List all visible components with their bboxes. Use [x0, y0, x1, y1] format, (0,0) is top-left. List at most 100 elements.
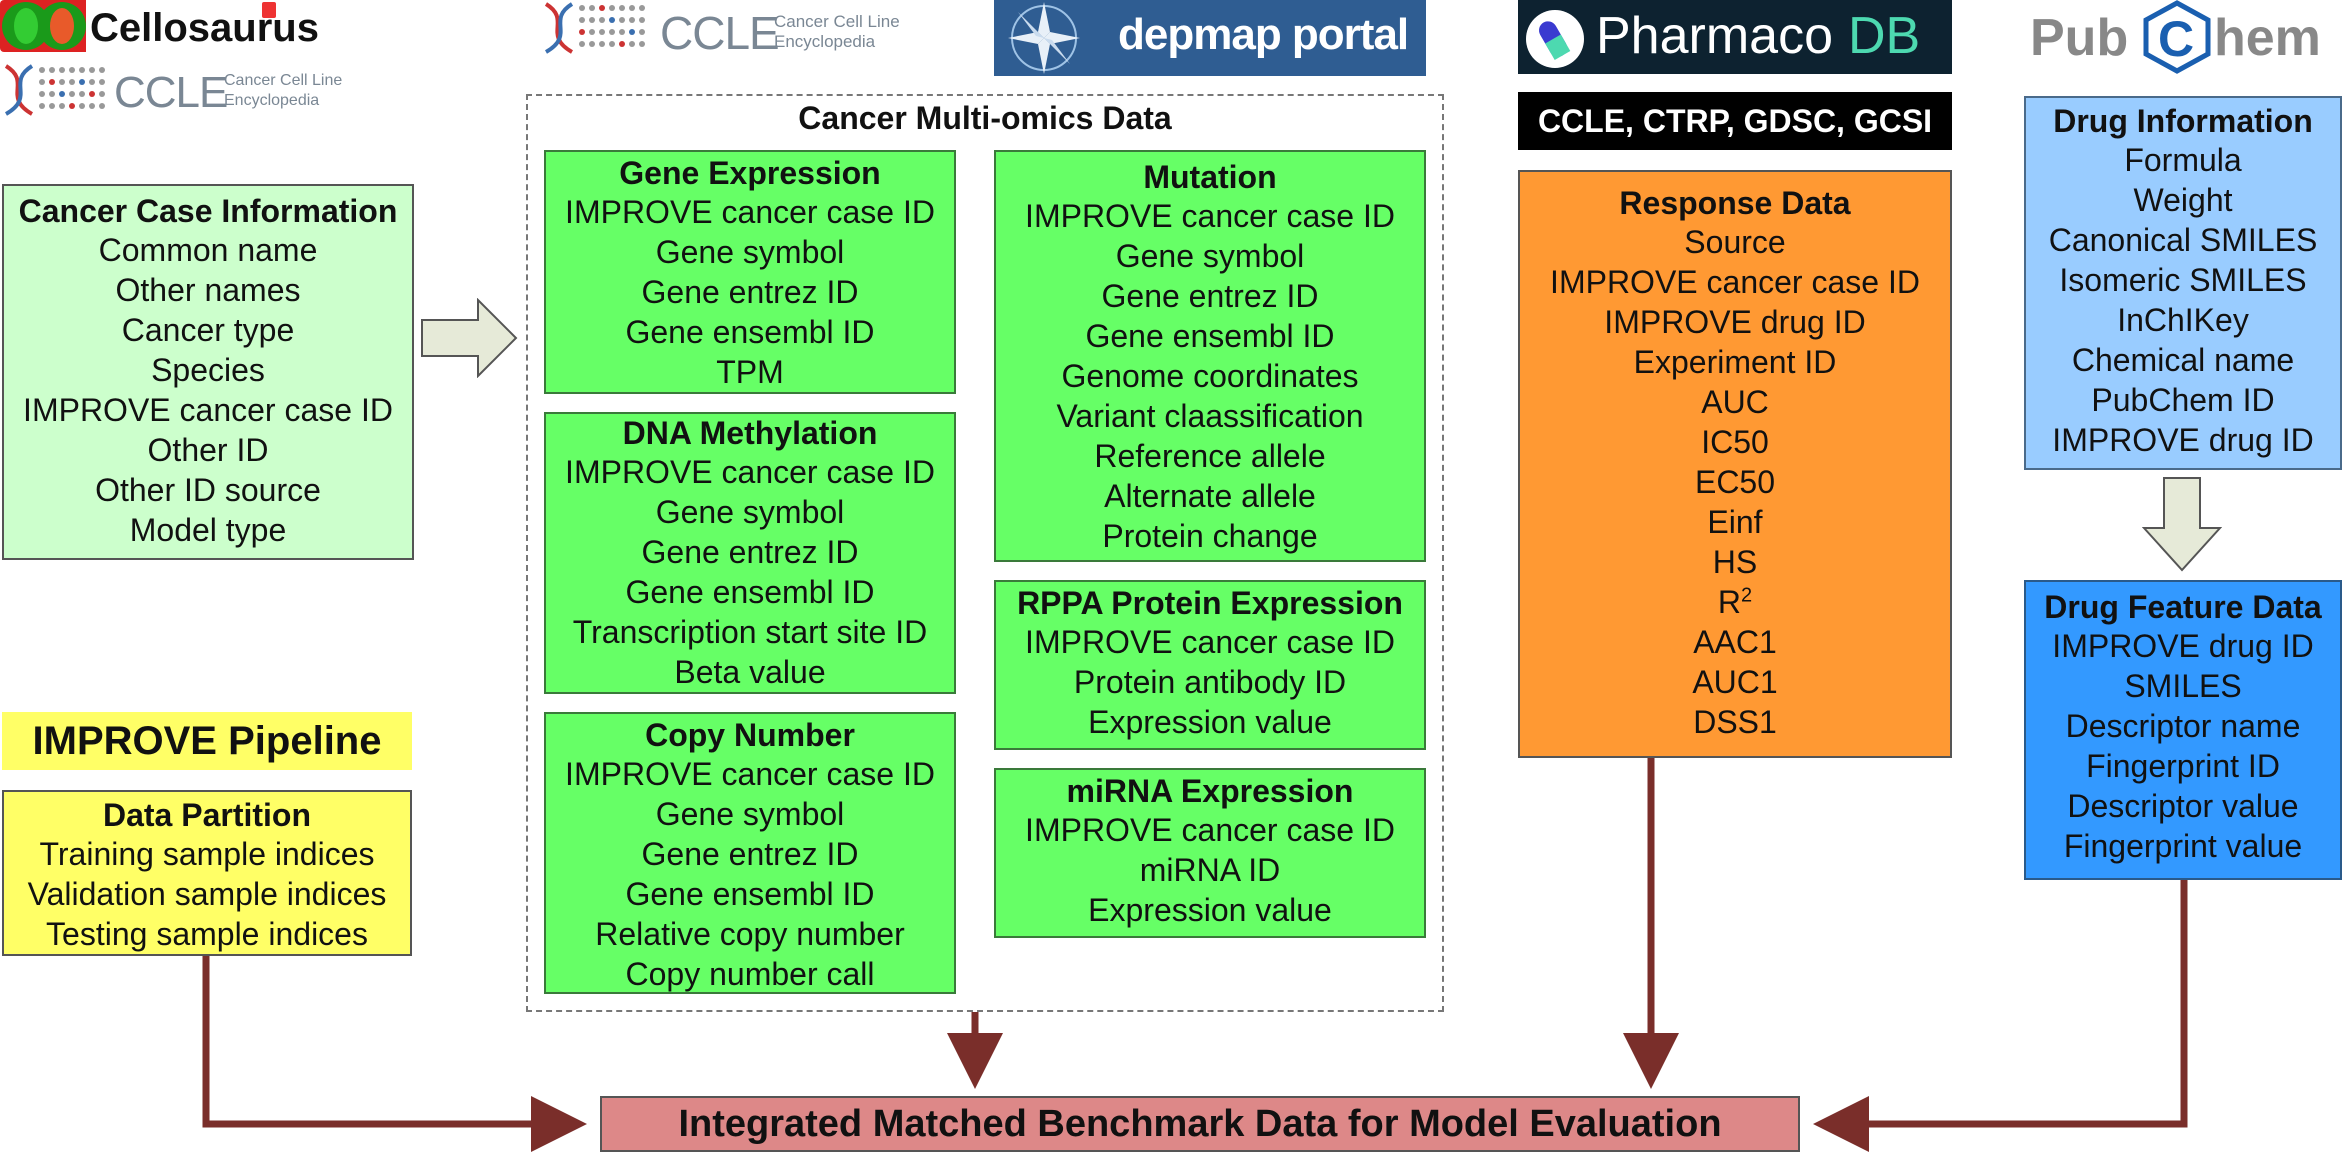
depmap-wordmark: depmap portal	[1118, 10, 1409, 59]
pharmacodb-wordmark-a: Pharmaco	[1596, 7, 1833, 65]
pubchem-logo: Pub C hem	[2030, 0, 2344, 74]
list-item: Testing sample indices	[46, 916, 368, 952]
rppa-title: RPPA Protein Expression	[1017, 585, 1403, 621]
cellosaurus-wordmark: Cellosaurus	[90, 6, 319, 50]
block-arrow-down-icon	[2142, 477, 2222, 572]
pubchem-wordmark-a: Pub	[2030, 9, 2129, 67]
list-item-r-squared: R2	[1520, 582, 1950, 622]
dna-methylation-title: DNA Methylation	[622, 415, 878, 451]
list-item: Expression value	[1088, 704, 1332, 740]
copy-number-title: Copy Number	[645, 717, 855, 753]
pill-icon	[1526, 10, 1584, 68]
list-item: IMPROVE cancer case ID	[565, 756, 935, 792]
mirna-title: miRNA Expression	[1066, 773, 1354, 809]
cancer-case-information-box: Cancer Case Information Common name Othe…	[2, 184, 414, 560]
list-item: IMPROVE cancer case ID	[23, 392, 393, 428]
list-item: IMPROVE drug ID	[2052, 628, 2314, 664]
list-item: Other names	[115, 272, 301, 308]
r-squared-superscript: 2	[1740, 584, 1753, 607]
list-item: Protein antibody ID	[1073, 664, 1347, 700]
list-item: Gene symbol	[655, 494, 845, 530]
list-item: AAC1	[1693, 624, 1777, 660]
list-item: Reference allele	[1094, 438, 1326, 474]
list-item: Weight	[2133, 182, 2233, 218]
list-item: IMPROVE cancer case ID	[1025, 624, 1395, 660]
list-item: Gene entrez ID	[641, 534, 859, 570]
list-item: IMPROVE cancer case ID	[565, 454, 935, 490]
list-item: Model type	[129, 512, 287, 548]
rppa-protein-expression-box: RPPA Protein Expression IMPROVE cancer c…	[994, 580, 1426, 750]
list-item: Experiment ID	[1633, 344, 1837, 380]
mirna-expression-box: miRNA Expression IMPROVE cancer case ID …	[994, 768, 1426, 938]
list-item: SMILES	[2124, 668, 2242, 704]
block-arrow-right-icon	[421, 298, 518, 378]
ccle-wordmark: CCLE	[660, 7, 780, 59]
pubchem-wordmark-c: C	[2158, 11, 2195, 67]
pubchem-wordmark-b: hem	[2214, 9, 2321, 67]
list-item: Protein change	[1102, 518, 1318, 554]
list-item: Fingerprint value	[2063, 828, 2303, 864]
gene-expression-box: Gene Expression IMPROVE cancer case ID G…	[544, 150, 956, 394]
list-item: Gene entrez ID	[641, 274, 859, 310]
arrow-drugfeature-to-integrated	[1813, 880, 2188, 1152]
list-item: IMPROVE drug ID	[1604, 304, 1866, 340]
copy-number-box: Copy Number IMPROVE cancer case ID Gene …	[544, 712, 956, 994]
drug-feature-data-box: Drug Feature Data IMPROVE drug ID SMILES…	[2024, 580, 2342, 880]
list-item: Einf	[1707, 504, 1763, 540]
cancer-case-title: Cancer Case Information	[18, 193, 398, 229]
list-item: IMPROVE cancer case ID	[1025, 812, 1395, 848]
ccle-wordmark: CCLE	[114, 68, 228, 117]
list-item: TPM	[716, 354, 784, 390]
list-item: AUC	[1701, 384, 1769, 420]
list-item: Isomeric SMILES	[2059, 262, 2307, 298]
list-item: Descriptor name	[2065, 708, 2301, 744]
ccle-subtitle-1: Cancer Cell Line	[774, 12, 900, 31]
gene-expression-title: Gene Expression	[619, 155, 881, 191]
ccle-logo-top: CCLE Cancer Cell Line Encyclopedia	[542, 0, 942, 59]
list-item: Gene ensembl ID	[625, 876, 875, 912]
list-item: Gene symbol	[655, 234, 845, 270]
list-item: Other ID source	[95, 472, 321, 508]
list-item: Source	[1684, 224, 1786, 260]
list-item: EC50	[1694, 464, 1776, 500]
list-item: Variant claassification	[1056, 398, 1364, 434]
list-item: Gene symbol	[1115, 238, 1305, 274]
list-item: miRNA ID	[1139, 852, 1281, 888]
pharmacodb-wordmark-b: DB	[1848, 7, 1921, 65]
list-item: Gene symbol	[655, 796, 845, 832]
mutation-title: Mutation	[1143, 159, 1277, 195]
r-squared-base: R	[1717, 584, 1741, 620]
ccle-subtitle-2: Encyclopedia	[774, 32, 876, 51]
drug-information-title: Drug Information	[2053, 103, 2313, 139]
list-item: Fingerprint ID	[2086, 748, 2280, 784]
list-item: InChIKey	[2117, 302, 2249, 338]
data-partition-title: Data Partition	[102, 797, 312, 833]
list-item: Copy number call	[625, 956, 875, 992]
compass-icon	[1008, 2, 1080, 74]
pharmacodb-sources-banner: CCLE, CTRP, GDSC, GCSI	[1518, 92, 1952, 150]
list-item: Common name	[98, 232, 318, 268]
integrated-benchmark-box: Integrated Matched Benchmark Data for Mo…	[600, 1096, 1800, 1152]
ccle-subtitle-2: Encyclopedia	[224, 92, 320, 109]
list-item: Alternate allele	[1104, 478, 1316, 514]
data-partition-box: Data Partition Training sample indices V…	[2, 790, 412, 956]
arrow-partition-to-integrated	[202, 956, 587, 1152]
list-item: Chemical name	[2071, 342, 2295, 378]
list-item: Expression value	[1088, 892, 1332, 928]
list-item: Gene ensembl ID	[1085, 318, 1335, 354]
ccle-logo-left: CCLE Cancer Cell Line Encyclopedia	[2, 62, 342, 117]
list-item: Canonical SMILES	[2048, 222, 2318, 258]
list-item: Species	[151, 352, 265, 388]
list-item: Training sample indices	[39, 836, 375, 872]
integrated-benchmark-label: Integrated Matched Benchmark Data for Mo…	[678, 1103, 1722, 1145]
response-data-title: Response Data	[1619, 185, 1851, 221]
list-item: Gene ensembl ID	[625, 574, 875, 610]
ccle-subtitle-1: Cancer Cell Line	[224, 72, 343, 89]
list-item: Gene entrez ID	[641, 836, 859, 872]
list-item: AUC1	[1692, 664, 1778, 700]
list-item: Gene entrez ID	[1101, 278, 1319, 314]
list-item: Other ID	[147, 432, 269, 468]
list-item: Validation sample indices	[27, 876, 387, 912]
drug-feature-title: Drug Feature Data	[2044, 589, 2322, 625]
list-item: IMPROVE drug ID	[2052, 422, 2314, 458]
